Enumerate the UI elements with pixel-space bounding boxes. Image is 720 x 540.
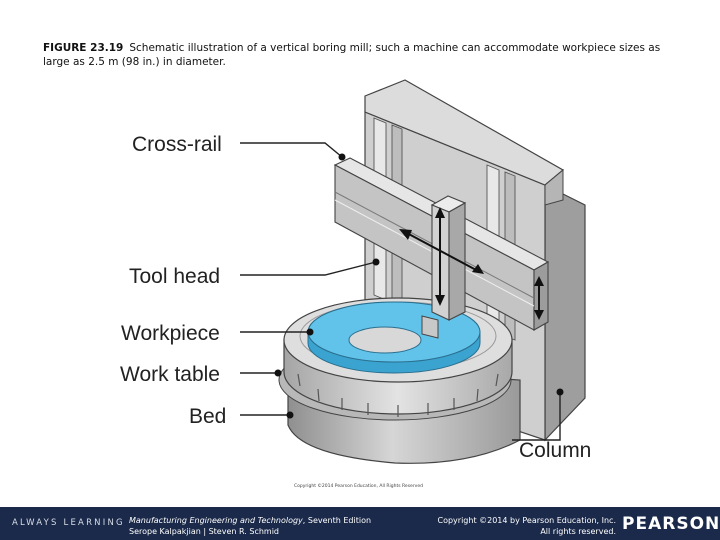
copyright-notice: Copyright ©2014 by Pearson Education, In… (437, 515, 616, 537)
book-info: Manufacturing Engineering and Technology… (129, 515, 371, 537)
rail-vertical-arrow (534, 276, 544, 320)
book-title: Manufacturing Engineering and Technology (129, 516, 303, 525)
book-edition: , Seventh Edition (302, 516, 372, 525)
copyright-line-1: Copyright ©2014 by Pearson Education, In… (437, 516, 616, 525)
tool-head-traverse-arrow (399, 229, 484, 274)
label-tool-head: Tool head (129, 265, 220, 288)
pearson-logo: PEARSON (622, 514, 720, 534)
callout-lines (240, 142, 561, 441)
caption-text: Schematic illustration of a vertical bor… (43, 42, 661, 68)
label-cross-rail: Cross-rail (132, 133, 222, 156)
copyright-line-2: All rights reserved. (540, 527, 616, 536)
workpiece (307, 301, 481, 374)
callout-dots (274, 153, 564, 419)
label-workpiece: Workpiece (121, 322, 220, 345)
always-learning-tagline: ALWAYS LEARNING (12, 518, 125, 528)
book-authors: Serope Kalpakjian | Steven R. Schmid (129, 527, 279, 536)
image-copyright: Copyright ©2014 Pearson Education, All R… (294, 482, 423, 489)
label-bed: Bed (189, 405, 226, 428)
footer-bar: ALWAYS LEARNING Manufacturing Engineerin… (0, 507, 720, 540)
vertical-boring-mill-diagram: Cross-rail Tool head Workpiece Work tabl… (120, 79, 591, 489)
figure-number: FIGURE 23.19 (43, 42, 124, 54)
tool-head (399, 195, 484, 339)
tool-head-vertical-arrow (435, 207, 445, 306)
label-column: Column (519, 439, 591, 462)
label-work-table: Work table (120, 363, 220, 386)
work-table-slots (297, 373, 499, 417)
